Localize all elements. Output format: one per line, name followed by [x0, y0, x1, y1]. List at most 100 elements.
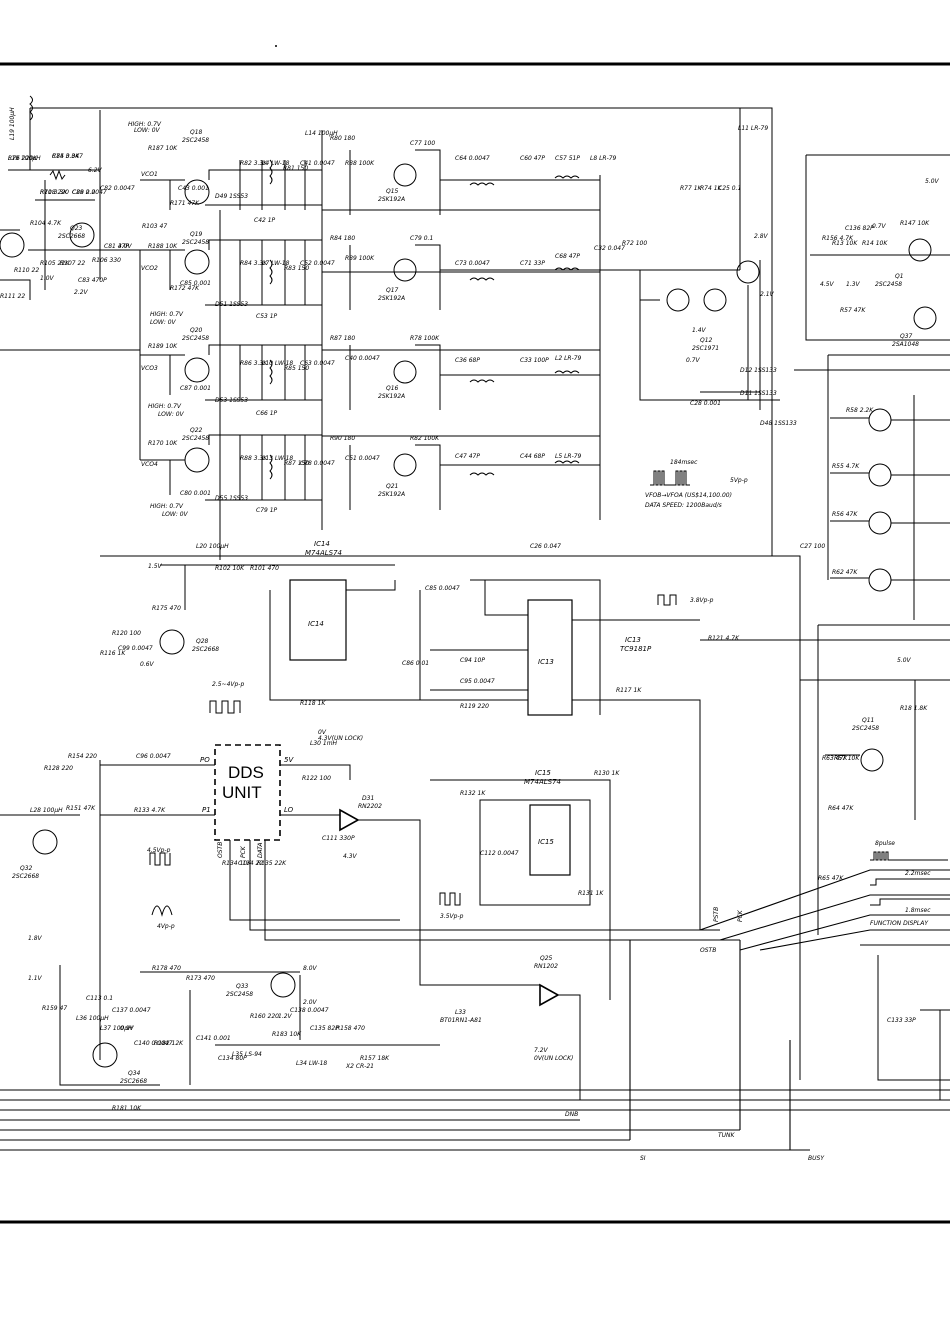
fet-stages: [349, 149, 600, 510]
voltage-label: 2.1V: [760, 291, 775, 298]
component-label: L19 100µH: [8, 155, 41, 162]
component-label: R159 47: [42, 1005, 67, 1012]
component-label: R82 100K: [410, 435, 440, 442]
component-label: R133 4.7K: [134, 807, 166, 814]
voltage-label: 1.3V: [846, 281, 861, 288]
component-label: C88 0.0047: [72, 189, 107, 196]
component-label: R88 100K: [345, 160, 375, 167]
component-label: C66 1P: [256, 410, 278, 417]
component-label: R62 47K: [832, 569, 858, 576]
amp-q12-q14: [639, 260, 780, 410]
component-label: C82 0.0047: [100, 185, 135, 192]
voltage-label: HIGH: 0.7V: [128, 121, 162, 128]
component-label: C60 47P: [520, 155, 545, 162]
component-label: L34 LW-18: [296, 1060, 327, 1067]
wave-label-2-5-4vpp: 2.5~4Vp-p: [212, 681, 244, 688]
component-label: D51 1SS53: [215, 301, 248, 308]
component-label: L14 100µH: [305, 130, 338, 137]
q28-ref: Q28: [196, 638, 209, 645]
dds-pin-5v: 5V: [284, 756, 294, 764]
voltage-label: 2.0V: [303, 999, 318, 1006]
component-label: R178 470: [152, 965, 181, 972]
component-label: C73 0.0047: [455, 260, 490, 267]
component-label: R172 47K: [170, 285, 200, 292]
wave-label-5vpp: 5Vp-p: [730, 477, 748, 484]
component-label: R121 4.7K: [708, 635, 740, 642]
component-label: R106 330: [92, 257, 121, 264]
component-label: C140 0.0047: [134, 1040, 173, 1047]
component-label: R111 22: [0, 293, 25, 300]
component-label: R81 150: [283, 165, 308, 172]
component-label: C28 0.001: [690, 400, 721, 407]
component-label: C41 0.0047: [300, 160, 335, 167]
q16-part: 2SK192A: [378, 393, 405, 400]
timing-8pulse: 8pulse: [875, 840, 895, 847]
voltage-label: 8.0V: [303, 965, 318, 972]
component-label: L8 LR-79: [590, 155, 617, 162]
component-label: R183 10K: [272, 1031, 302, 1038]
ic15-ref: IC15: [535, 769, 551, 777]
l33-ref: L33: [455, 1009, 466, 1016]
q19-part: 2SC2458: [182, 239, 209, 246]
component-label: R119 220: [460, 703, 489, 710]
component-label: C63 0.0047: [300, 360, 335, 367]
component-label: R160 220: [250, 1013, 279, 1020]
voltage-label: LOW: 0V: [158, 411, 185, 418]
voltage-label: 4.5V: [820, 281, 835, 288]
component-label: R87 150: [284, 460, 309, 467]
component-label: R88 3.3K: [240, 455, 268, 462]
component-label: L20 100µH: [196, 543, 229, 550]
component-label: L7 LW-18: [262, 260, 290, 267]
component-label: R130 1K: [594, 770, 620, 777]
ic13-part: TC9181P: [620, 645, 652, 653]
component-label: C29 2.2: [72, 189, 95, 196]
component-label: R157 18K: [360, 1055, 390, 1062]
component-label: R182 12K: [154, 1040, 184, 1047]
component-label: R117 1K: [616, 687, 642, 694]
component-label: R189 10K: [148, 343, 178, 350]
voltage-label: 1.8V: [28, 935, 43, 942]
right-control-block: [700, 154, 950, 1100]
component-label: R108 220: [40, 189, 69, 196]
q25-ref: Q25: [540, 955, 553, 962]
component-label: C27 100: [800, 543, 825, 550]
component-label: R76 220K: [8, 155, 38, 162]
voltage-label: 1.1V: [28, 975, 43, 982]
voltage-label: 0V(UN LOCK): [534, 1055, 573, 1062]
dds-pin-pck: PCK: [240, 845, 247, 858]
component-label: C51 0.0047: [345, 455, 380, 462]
component-label: C43 0.001: [178, 185, 209, 192]
component-label: R187 10K: [148, 145, 178, 152]
q15-part: 2SK192A: [378, 196, 405, 203]
wave-label-4-5vpp: 4.5Vp-p: [147, 847, 171, 854]
inductor-l19: L19 100µH: [9, 95, 33, 140]
data-speed-line1: VFOB→VFOA (US$14,100.00): [645, 492, 732, 499]
voltage-label: 2.8V: [754, 233, 769, 240]
component-label: R56 47K: [832, 511, 858, 518]
component-label: C135 82P: [310, 1025, 339, 1032]
component-label: C141 0.001: [196, 1035, 231, 1042]
component-label: C71 33P: [520, 260, 545, 267]
component-label: R156 4.7K: [822, 235, 854, 242]
component-label: R85 150: [284, 365, 309, 372]
q22-part: 2SC2458: [182, 435, 209, 442]
component-label: L11 LR-79: [738, 125, 768, 132]
component-label: R75 3.3K: [52, 153, 80, 160]
component-label: L28 100µH: [30, 807, 63, 814]
component-label: L37 100µH: [100, 1025, 133, 1032]
component-label: C138 0.0047: [290, 1007, 329, 1014]
component-label: R116 1K: [100, 650, 126, 657]
q33-ref: Q33: [236, 983, 249, 990]
wave-label-4vpp: 4Vp-p: [157, 923, 175, 930]
component-label: R181 10K: [112, 1105, 142, 1112]
bus-label-pck: PCK: [737, 909, 744, 922]
q16-ref: Q16: [386, 385, 399, 392]
component-label: C96 0.0047: [136, 753, 171, 760]
q23-part: 2SC2668: [58, 233, 85, 240]
component-label: R154 220: [68, 753, 97, 760]
q34-part: 2SC2668: [120, 1078, 147, 1085]
component-label: R64 47K: [828, 805, 854, 812]
component-label: D53 1SS53: [215, 397, 248, 404]
component-label: R122 100: [302, 775, 331, 782]
component-label: R170 10K: [148, 440, 178, 447]
